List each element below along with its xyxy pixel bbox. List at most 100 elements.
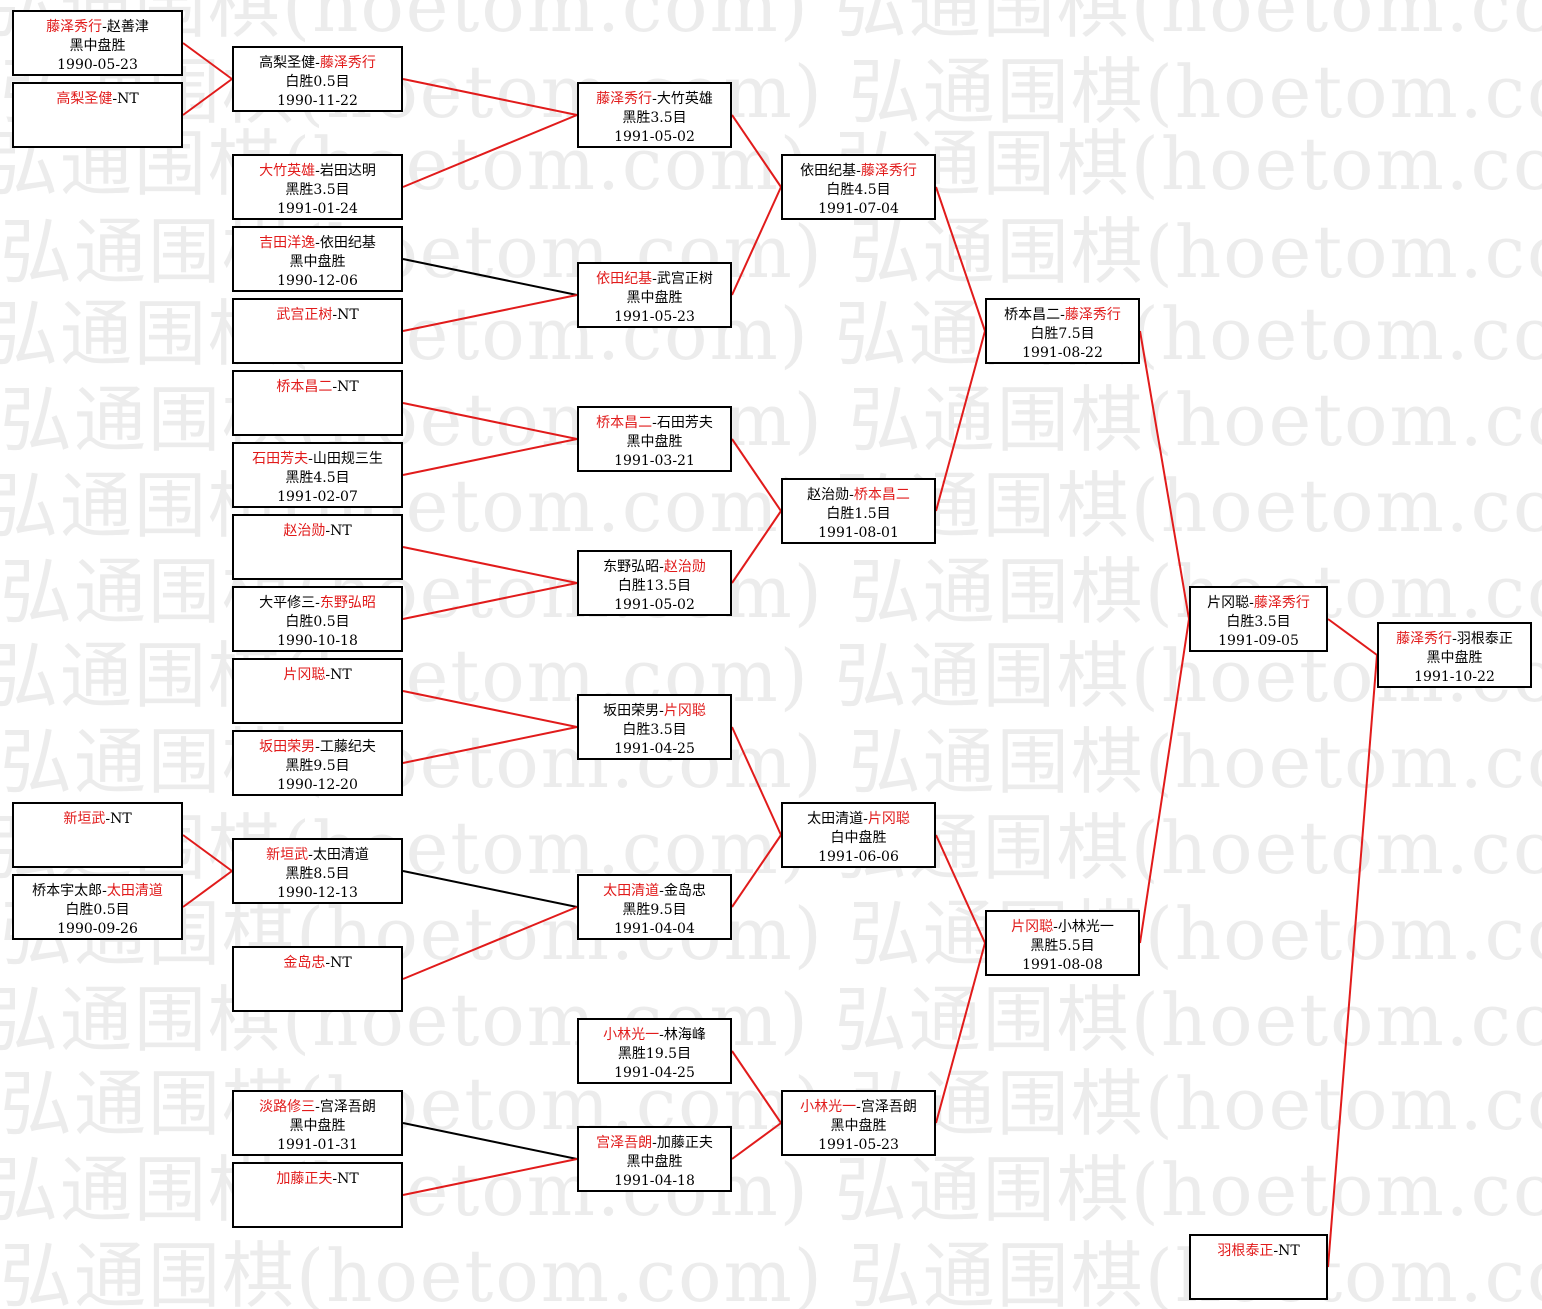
player-2: NT bbox=[337, 1171, 359, 1187]
match-date: 1991-07-04 bbox=[818, 201, 899, 217]
match-box: 羽根泰正-NT bbox=[1189, 1234, 1328, 1300]
match-players: 桥本昌二-NT bbox=[276, 379, 359, 395]
match-players: 坂田荣男-片冈聪 bbox=[603, 703, 706, 719]
connector-line bbox=[182, 870, 233, 908]
match-result: 白胜3.5目 bbox=[1226, 614, 1291, 630]
match-players: 小林光一-宫泽吾朗 bbox=[800, 1099, 917, 1115]
match-players: 藤泽秀行-大竹英雄 bbox=[596, 91, 713, 107]
match-players: 羽根泰正-NT bbox=[1217, 1243, 1300, 1259]
match-date: 1990-12-06 bbox=[277, 273, 358, 289]
match-date: 1990-09-26 bbox=[57, 921, 138, 937]
player-1: 大平修三 bbox=[259, 595, 316, 611]
connector-line bbox=[731, 510, 782, 584]
match-players: 石田芳夫-山田规三生 bbox=[252, 451, 383, 467]
player-1: 藤泽秀行 bbox=[596, 91, 653, 107]
player-1: 高梨圣健 bbox=[56, 91, 113, 107]
player-1: 小林光一 bbox=[800, 1099, 857, 1115]
match-result: 白胜1.5目 bbox=[826, 506, 891, 522]
connector-line bbox=[731, 1122, 782, 1160]
match-box: 片冈聪-NT bbox=[232, 658, 403, 724]
match-box: 武宫正树-NT bbox=[232, 298, 403, 364]
player-2: 东野弘昭 bbox=[319, 595, 376, 611]
connector-line bbox=[935, 186, 986, 332]
player-2: NT bbox=[337, 379, 359, 395]
match-date: 1991-08-01 bbox=[818, 525, 899, 541]
match-result: 黑胜3.5目 bbox=[622, 110, 687, 126]
player-1: 片冈聪 bbox=[283, 667, 326, 683]
match-players: 片冈聪-NT bbox=[283, 667, 352, 683]
player-1: 藤泽秀行 bbox=[1396, 631, 1453, 647]
match-result: 白胜4.5目 bbox=[826, 182, 891, 198]
player-1: 金岛忠 bbox=[283, 955, 326, 971]
player-2: NT bbox=[330, 667, 352, 683]
player-1: 武宫正树 bbox=[276, 307, 333, 323]
match-date: 1991-01-24 bbox=[277, 201, 358, 217]
match-result: 黑中盘胜 bbox=[1426, 650, 1483, 666]
connector-line bbox=[402, 906, 578, 980]
player-2: 武宫正树 bbox=[656, 271, 713, 287]
player-1: 坂田荣男 bbox=[603, 703, 660, 719]
connector-line bbox=[182, 42, 233, 80]
connector-line bbox=[731, 834, 782, 908]
match-date: 1990-11-22 bbox=[277, 93, 358, 109]
match-date: 1991-06-06 bbox=[818, 849, 899, 865]
match-date: 1991-08-22 bbox=[1022, 345, 1103, 361]
match-box: 高梨圣健-NT bbox=[12, 82, 183, 148]
match-result: 黑中盘胜 bbox=[830, 1118, 887, 1134]
match-result: 黑胜5.5目 bbox=[1030, 938, 1095, 954]
player-2: 藤泽秀行 bbox=[860, 163, 917, 179]
match-players: 高梨圣健-藤泽秀行 bbox=[259, 55, 376, 71]
player-1: 赵治勋 bbox=[283, 523, 326, 539]
match-players: 依田纪基-藤泽秀行 bbox=[800, 163, 917, 179]
player-2: 依田纪基 bbox=[319, 235, 376, 251]
connector-line bbox=[402, 114, 578, 188]
player-2: 赵治勋 bbox=[663, 559, 706, 575]
match-box: 桥本宇太郎-太田清道白胜0.5目 1990-09-26 bbox=[12, 874, 183, 940]
player-2: 山田规三生 bbox=[312, 451, 383, 467]
match-players: 大竹英雄-岩田达明 bbox=[259, 163, 376, 179]
connector-line bbox=[731, 1050, 782, 1124]
connector-line bbox=[1139, 330, 1190, 620]
connector-line bbox=[402, 870, 578, 908]
player-2: 岩田达明 bbox=[319, 163, 376, 179]
player-2: 金岛忠 bbox=[663, 883, 706, 899]
player-2: 大竹英雄 bbox=[656, 91, 713, 107]
player-2: 羽根泰正 bbox=[1456, 631, 1513, 647]
connector-line bbox=[935, 942, 986, 1124]
player-1: 淡路修三 bbox=[259, 1099, 316, 1115]
match-result: 黑胜8.5目 bbox=[285, 866, 350, 882]
connector-line bbox=[402, 726, 578, 764]
connector-line bbox=[1139, 618, 1190, 944]
match-date: 1991-01-31 bbox=[277, 1137, 358, 1153]
match-result: 黑中盘胜 bbox=[69, 38, 126, 54]
match-players: 太田清道-片冈聪 bbox=[807, 811, 910, 827]
match-players: 武宫正树-NT bbox=[276, 307, 359, 323]
match-result: 白胜7.5目 bbox=[1030, 326, 1095, 342]
player-1: 太田清道 bbox=[807, 811, 864, 827]
connector-line bbox=[402, 1158, 578, 1196]
player-2: NT bbox=[330, 955, 352, 971]
player-1: 加藤正夫 bbox=[276, 1171, 333, 1187]
match-result: 白胜0.5目 bbox=[65, 902, 130, 918]
match-date: 1991-04-18 bbox=[614, 1173, 695, 1189]
match-date: 1991-10-22 bbox=[1414, 669, 1495, 685]
player-2: 片冈聪 bbox=[663, 703, 706, 719]
connector-line bbox=[402, 78, 578, 116]
match-players: 桥本昌二-石田芳夫 bbox=[596, 415, 713, 431]
player-2: 藤泽秀行 bbox=[319, 55, 376, 71]
match-date: 1990-10-18 bbox=[277, 633, 358, 649]
match-players: 桥本宇太郎-太田清道 bbox=[32, 883, 163, 899]
match-result: 黑胜19.5目 bbox=[617, 1046, 692, 1062]
connector-line bbox=[731, 114, 782, 188]
connector-line bbox=[402, 690, 578, 728]
player-1: 太田清道 bbox=[603, 883, 660, 899]
connector-line bbox=[935, 330, 986, 512]
